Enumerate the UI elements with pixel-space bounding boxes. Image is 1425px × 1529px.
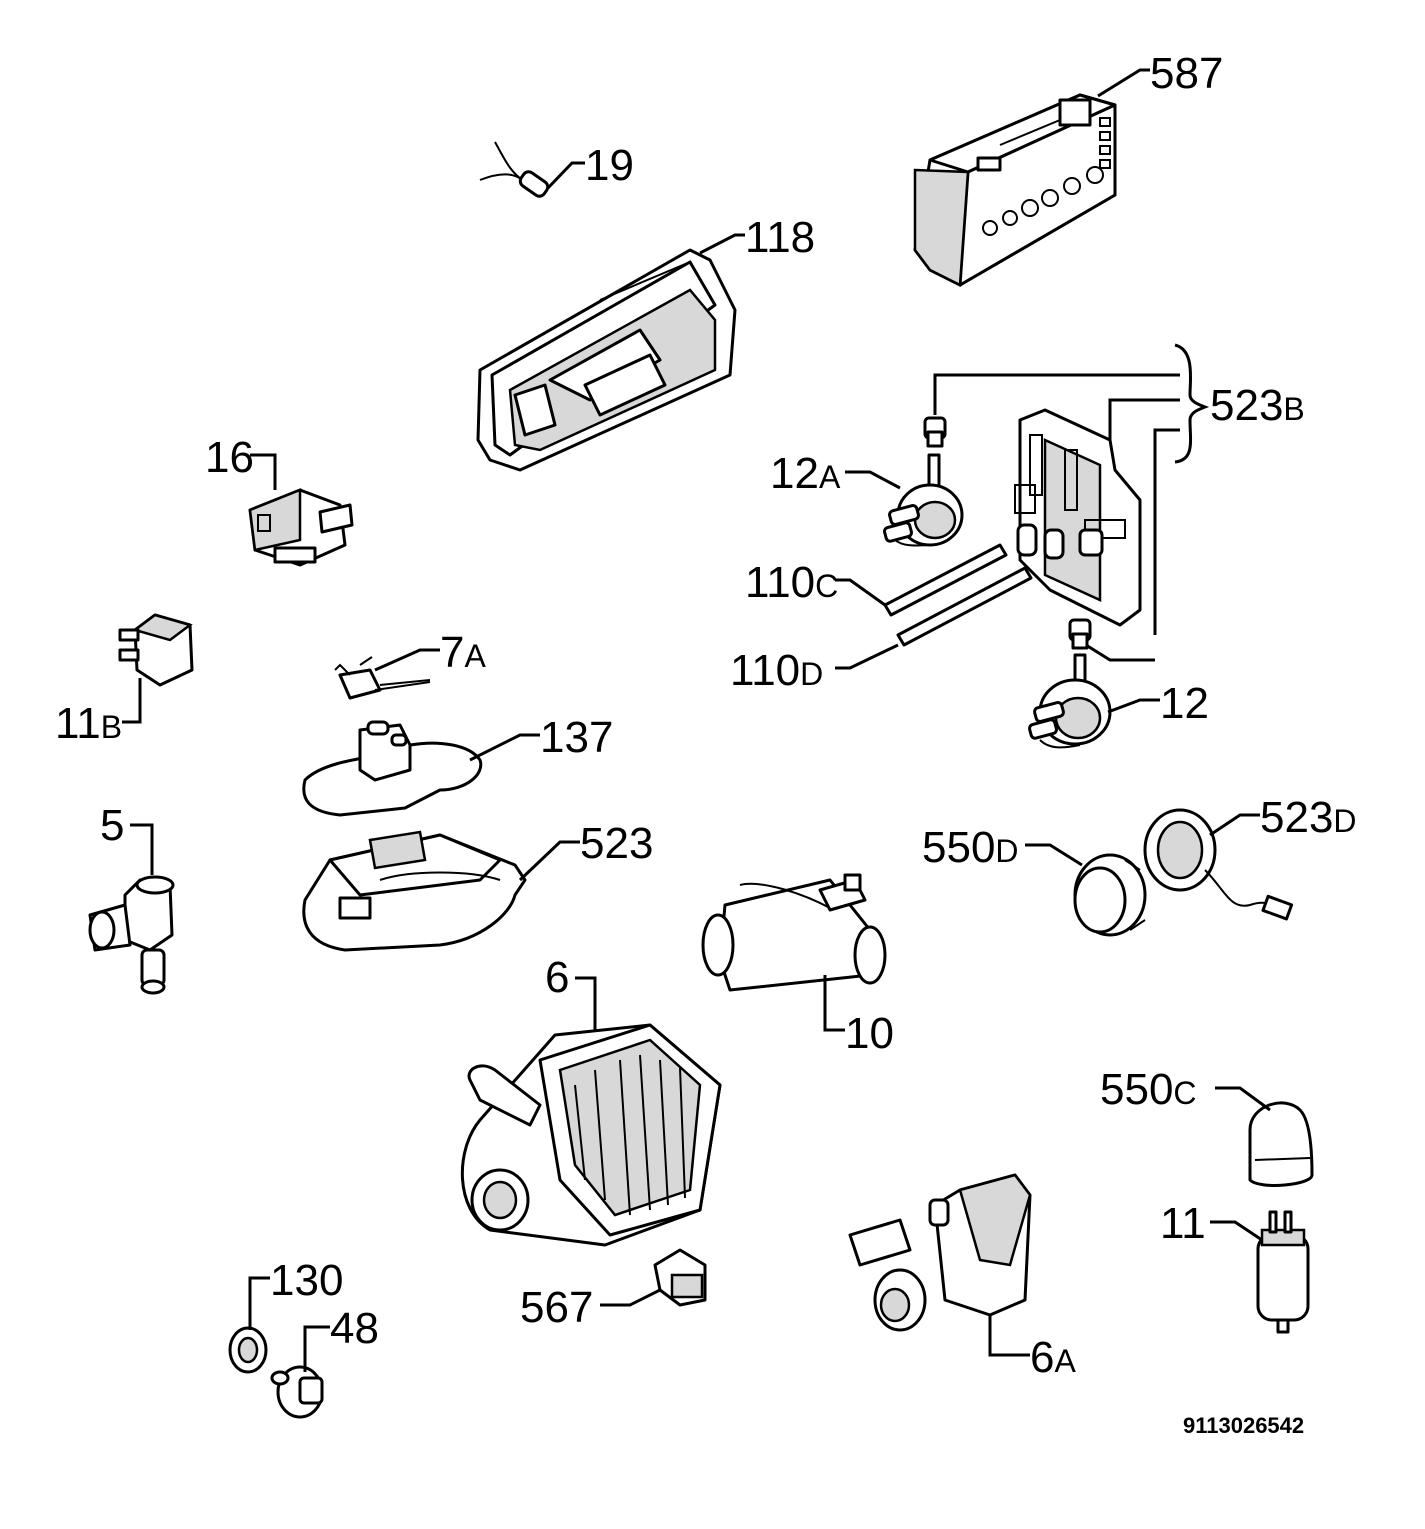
callout-12: 12 [1160, 679, 1209, 728]
callout-16: 16 [205, 433, 254, 482]
callout-130: 130 [270, 1256, 343, 1305]
part-16-switch [248, 453, 354, 567]
callout-567-number: 567 [520, 1283, 593, 1332]
callout-7a: 7A [440, 628, 486, 677]
part-12-pressure-switch [1028, 653, 1160, 749]
part-118-display-panel [476, 233, 745, 472]
part-550d-knob [1025, 843, 1147, 937]
part-19-sensor [479, 141, 585, 198]
callout-130-number: 130 [270, 1256, 343, 1305]
part-587-control-board [913, 68, 1150, 287]
callout-523-number: 523 [580, 819, 653, 868]
callout-567: 567 [520, 1283, 593, 1332]
callout-523b: 523B [1210, 381, 1305, 430]
part-11-capacitor [1210, 1210, 1310, 1334]
part-11b-relay [118, 613, 194, 724]
callout-110d: 110D [730, 646, 823, 695]
callout-118: 118 [745, 213, 815, 262]
callout-19: 19 [585, 141, 634, 190]
callout-110d-number: 110 [730, 646, 800, 695]
part-5-inlet-valve [88, 823, 175, 995]
callout-550c-suffix: C [1173, 1075, 1196, 1111]
part-550c-cap [1215, 1086, 1314, 1187]
callout-523d-number: 523 [1260, 793, 1333, 842]
callout-550d: 550D [922, 823, 1019, 872]
part-110c-110d-hoses [835, 543, 1033, 670]
callout-587-number: 587 [1150, 49, 1223, 98]
part-130-ring [228, 1276, 270, 1374]
callout-587: 587 [1150, 49, 1223, 98]
callout-523d-suffix: D [1333, 803, 1356, 839]
callout-12a: 12A [770, 449, 841, 498]
callout-10: 10 [845, 1009, 894, 1058]
callout-11b-number: 11 [55, 699, 101, 748]
callout-110d-suffix: D [800, 656, 823, 692]
part-567-connector [600, 1248, 707, 1307]
callout-11: 11 [1160, 1199, 1206, 1248]
part-10-heater [701, 873, 887, 1032]
callout-110c: 110C [745, 558, 838, 607]
callout-550d-number: 550 [922, 823, 995, 872]
callout-10-number: 10 [845, 1009, 894, 1058]
part-137-cover [302, 720, 540, 817]
part-6-circulation-pump [460, 976, 722, 1247]
callout-7a-suffix: A [464, 638, 486, 674]
callout-19-number: 19 [585, 141, 634, 190]
callout-16-number: 16 [205, 433, 254, 482]
callout-110c-suffix: C [815, 568, 838, 604]
callout-110c-number: 110 [745, 558, 815, 607]
part-523b-sensor-bracket [923, 343, 1210, 662]
callout-523b-number: 523 [1210, 381, 1283, 430]
callout-118-number: 118 [745, 213, 815, 262]
document-number: 9113026542 [1183, 1413, 1304, 1438]
callout-523: 523 [580, 819, 653, 868]
part-12a-pressure-switch [845, 453, 964, 547]
part-523d-knob-holder [1143, 808, 1294, 921]
callout-6a-suffix: A [1054, 1343, 1076, 1379]
callout-6a-number: 6 [1030, 1333, 1054, 1382]
callout-11b-suffix: B [101, 709, 122, 745]
part-523-housing [302, 830, 580, 952]
callout-6: 6 [545, 953, 569, 1002]
callout-5-number: 5 [100, 801, 124, 850]
callout-48: 48 [330, 1304, 379, 1353]
callout-550c: 550C [1100, 1065, 1197, 1114]
part-6a-drain-pump [848, 1173, 1032, 1357]
part-7a-clip [334, 648, 440, 700]
callout-5: 5 [100, 801, 124, 850]
callout-137: 137 [540, 713, 613, 762]
callout-6-number: 6 [545, 953, 569, 1002]
callout-137-number: 137 [540, 713, 613, 762]
callout-48-number: 48 [330, 1304, 379, 1353]
callout-11b: 11B [55, 699, 122, 748]
part-48-bushing [270, 1325, 330, 1419]
callout-523b-suffix: B [1283, 391, 1304, 427]
callout-550d-suffix: D [995, 833, 1018, 869]
callout-12a-suffix: A [819, 459, 841, 495]
callout-12-number: 12 [1160, 679, 1209, 728]
callout-12a-number: 12 [770, 449, 819, 498]
callout-11-number: 11 [1160, 1199, 1206, 1248]
callout-523d: 523D [1260, 793, 1357, 842]
callout-550c-number: 550 [1100, 1065, 1173, 1114]
callout-6a: 6A [1030, 1333, 1076, 1382]
callout-7a-number: 7 [440, 628, 464, 677]
